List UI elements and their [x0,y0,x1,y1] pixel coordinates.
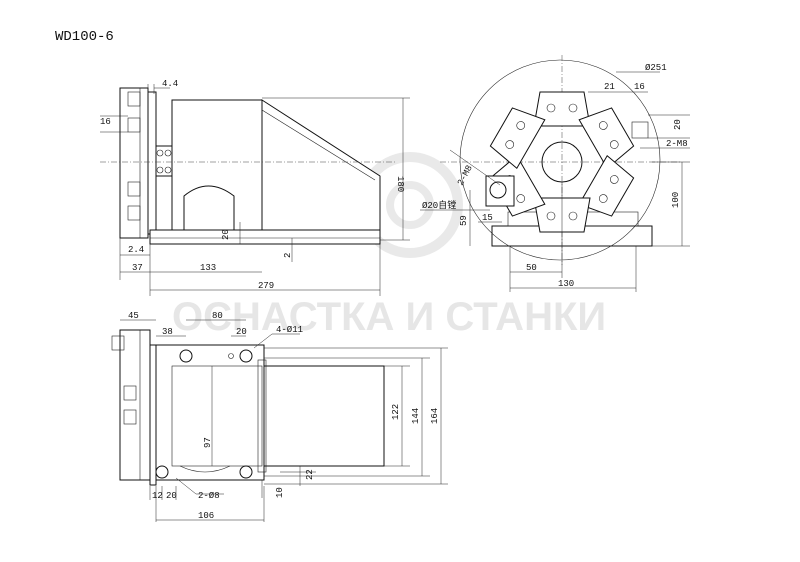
dim-2-4: 2.4 [128,245,144,255]
dim-106: 106 [198,511,214,521]
dim-16b: 16 [634,82,645,92]
dim-180: 180 [395,176,405,192]
dim-21: 21 [604,82,615,92]
dim-144: 144 [411,408,421,424]
dim-80: 80 [212,311,223,321]
dim-2-holes-8: 2-Ø8 [198,491,220,501]
dim-45: 45 [128,311,139,321]
watermark-text: ОСНАСТКА И СТАНКИ [172,295,606,339]
dim-4-4: 4.4 [162,79,178,89]
dim-20c: 20 [236,327,247,337]
dim-59: 59 [459,215,469,226]
dim-bore-20: Ø20自镗 [422,199,456,211]
dim-130: 130 [558,279,574,289]
watermark: ОСНАСТКА И СТАНКИ [172,152,606,339]
dim-m8-right: 2-M8 [666,139,688,149]
dim-20b: 20 [673,119,683,130]
dim-164: 164 [430,408,440,424]
top-view: 45 80 38 20 4-Ø11 122 144 164 97 22 10 1… [111,311,448,522]
dim-m8-left: 2-M8 [456,164,475,188]
dim-15: 15 [482,213,493,223]
dim-12: 12 [152,491,163,501]
dim-20a: 20 [221,229,231,240]
dim-20d: 20 [166,491,177,501]
dim-122: 122 [391,404,401,420]
dim-100: 100 [671,192,681,208]
dim-133: 133 [200,263,216,273]
drawing-title: WD100-6 [55,29,114,45]
dim-16a: 16 [100,117,111,127]
dim-10: 10 [275,487,285,498]
dim-50: 50 [526,263,537,273]
dim-4-holes-11: 4-Ø11 [276,325,303,335]
side-view: Ø251 21 16 20 2-M8 100 2-M8 Ø20自镗 59 15 … [420,55,690,292]
front-view: 4.4 16 180 20 2 2.4 37 133 279 [100,79,410,296]
dim-22: 22 [305,469,315,480]
dim-38: 38 [162,327,173,337]
dim-279: 279 [258,281,274,291]
dim-2a: 2 [283,253,293,258]
dim-97: 97 [203,437,213,448]
dim-251: Ø251 [645,63,667,73]
dim-37: 37 [132,263,143,273]
